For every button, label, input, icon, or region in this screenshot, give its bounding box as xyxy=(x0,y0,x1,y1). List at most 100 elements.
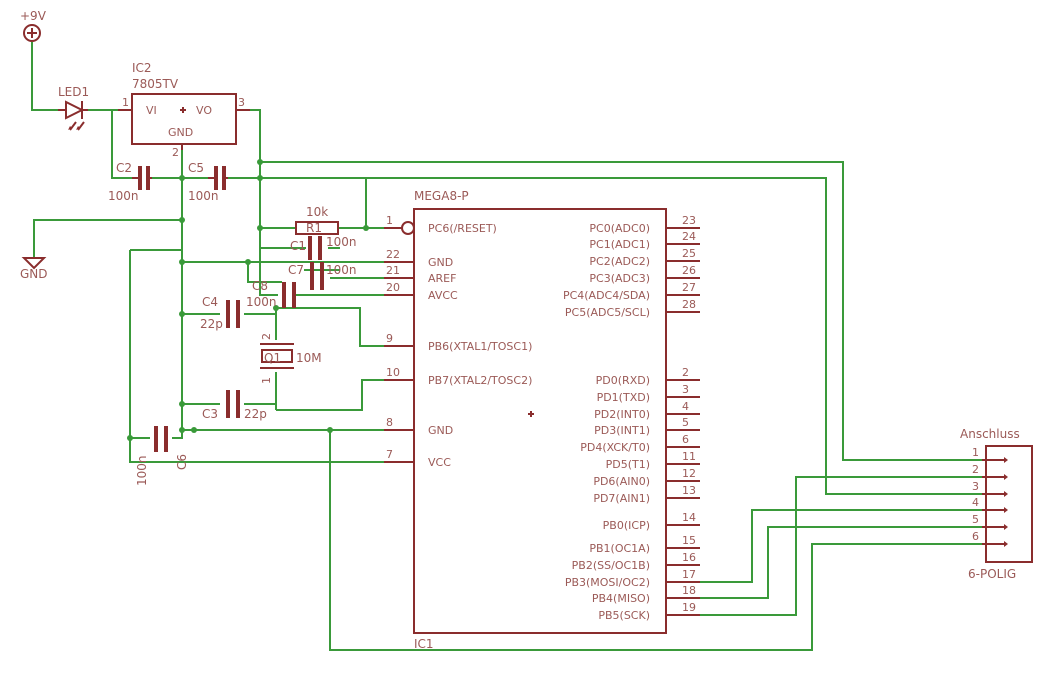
connector-pin-number: 5 xyxy=(972,513,979,526)
mcu-pin-label: PB6(XTAL1/TOSC1) xyxy=(428,340,532,353)
resistor-r1: 10k R1 xyxy=(295,205,339,235)
mcu-pin-number: 22 xyxy=(386,248,400,261)
r1-name: R1 xyxy=(306,221,322,235)
mcu-pin-number: 5 xyxy=(682,416,689,429)
mcu-pin-label: GND xyxy=(428,256,453,269)
mcu-pin-label: PC2(ADC2) xyxy=(589,255,650,268)
mcu-pin-label: PD7(AIN1) xyxy=(593,492,650,505)
c5-value: 100n xyxy=(188,189,219,203)
regulator-pin-vo: VO xyxy=(196,104,212,117)
mcu-ic1: MEGA8-P IC1 1PC6(/RESET)22GND21AREF20AVC… xyxy=(384,189,700,651)
crystal-q1: Q1 10M 2 1 xyxy=(260,333,322,384)
mcu-pin-label: GND xyxy=(428,424,453,437)
regulator-name: IC2 xyxy=(132,61,152,75)
ground-symbol: GND xyxy=(20,257,48,281)
regulator-pin-vi: VI xyxy=(146,104,157,117)
capacitor-c5: C5 100n xyxy=(188,161,228,203)
mcu-pin-label: PD1(TXD) xyxy=(597,391,650,404)
mcu-pin-number: 2 xyxy=(682,366,689,379)
c3-value: 22p xyxy=(244,407,267,421)
capacitor-c6: C6 100n xyxy=(135,426,189,486)
q1-value: 10M xyxy=(296,351,322,365)
mcu-pin-number: 14 xyxy=(682,511,696,524)
connector-name: Anschluss xyxy=(960,427,1020,441)
capacitor-c2: C2 100n xyxy=(108,161,152,203)
c2-value: 100n xyxy=(108,189,139,203)
mcu-pin-number: 28 xyxy=(682,298,696,311)
mcu-pin-label: PD6(AIN0) xyxy=(593,475,650,488)
capacitor-c1: C1 100n xyxy=(290,235,357,260)
mcu-pin-label: AVCC xyxy=(428,289,458,302)
mcu-pin-number: 19 xyxy=(682,601,696,614)
mcu-pin-label: PC4(ADC4/SDA) xyxy=(563,289,650,302)
mcu-pin-number: 21 xyxy=(386,264,400,277)
regulator-ic2: IC2 7805TV VI VO GND 1 3 2 xyxy=(118,61,250,159)
mcu-pin-number: 17 xyxy=(682,568,696,581)
led-label: LED1 xyxy=(58,85,89,99)
c6-name: C6 xyxy=(175,454,189,470)
connector-pin-number: 2 xyxy=(972,463,979,476)
regulator-value: 7805TV xyxy=(132,77,179,91)
mcu-pin-number: 12 xyxy=(682,467,696,480)
c4-name: C4 xyxy=(202,295,218,309)
c3-name: C3 xyxy=(202,407,218,421)
q1-pin2: 2 xyxy=(260,333,273,340)
mcu-pin-label: PB1(OC1A) xyxy=(589,542,650,555)
capacitor-c7: C7 100n xyxy=(288,262,357,290)
mcu-pin-label: VCC xyxy=(428,456,451,469)
regulator-pin-gnd: GND xyxy=(168,126,193,139)
mcu-pin-number: 15 xyxy=(682,534,696,547)
mcu-pin-label: PC6(/RESET) xyxy=(428,222,497,235)
mcu-pin-label: PD4(XCK/T0) xyxy=(580,441,650,454)
c4-value: 22p xyxy=(200,317,223,331)
mcu-pin-label: PD0(RXD) xyxy=(596,374,650,387)
mcu-pin-label: PB3(MOSI/OC2) xyxy=(565,576,650,589)
connector-pin-number: 4 xyxy=(972,496,979,509)
mcu-pin-number: 9 xyxy=(386,332,393,345)
capacitor-c4: C4 22p xyxy=(200,295,240,331)
mcu-pin-number: 7 xyxy=(386,448,393,461)
mcu-pin-label: PB7(XTAL2/TOSC2) xyxy=(428,374,532,387)
mcu-pin-label: PD3(INT1) xyxy=(594,424,650,437)
mcu-name: MEGA8-P xyxy=(414,189,469,203)
regulator-num-1: 1 xyxy=(122,96,129,109)
c1-name: C1 xyxy=(290,239,306,253)
mcu-pin-number: 3 xyxy=(682,383,689,396)
capacitor-c8: C8 100n xyxy=(246,279,296,309)
mcu-pin-label: PD5(T1) xyxy=(606,458,650,471)
c6-value: 100n xyxy=(135,455,149,486)
c8-value: 100n xyxy=(246,295,277,309)
c7-name: C7 xyxy=(288,263,304,277)
mcu-pin-label: PD2(INT0) xyxy=(594,408,650,421)
mcu-pin-label: PC5(ADC5/SCL) xyxy=(565,306,650,319)
c5-name: C5 xyxy=(188,161,204,175)
connector-pin-number: 6 xyxy=(972,530,979,543)
mcu-pin-label: PC0(ADC0) xyxy=(589,222,650,235)
regulator-num-3: 3 xyxy=(238,96,245,109)
mcu-pin-number: 26 xyxy=(682,264,696,277)
supply-label: +9V xyxy=(20,9,47,23)
mcu-pin-number: 13 xyxy=(682,484,696,497)
mcu-pin-label: AREF xyxy=(428,272,456,285)
q1-name: Q1 xyxy=(264,351,281,365)
mcu-pin-number: 27 xyxy=(682,281,696,294)
mcu-pin-number: 20 xyxy=(386,281,400,294)
capacitor-c3: C3 22p xyxy=(202,390,267,421)
mcu-pin-number: 4 xyxy=(682,400,689,413)
c1-value: 100n xyxy=(326,235,357,249)
mcu-pin-number: 23 xyxy=(682,214,696,227)
mcu-pin-number: 24 xyxy=(682,230,696,243)
connector-value: 6-POLIG xyxy=(968,567,1016,581)
regulator-num-2: 2 xyxy=(172,146,179,159)
mcu-pin-label: PB4(MISO) xyxy=(592,592,650,605)
mcu-pin-number: 1 xyxy=(386,214,393,227)
mcu-pin-label: PB5(SCK) xyxy=(598,609,650,622)
mcu-pin-label: PC3(ADC3) xyxy=(589,272,650,285)
r1-value: 10k xyxy=(306,205,328,219)
mcu-pin-number: 8 xyxy=(386,416,393,429)
ground-label: GND xyxy=(20,267,48,281)
